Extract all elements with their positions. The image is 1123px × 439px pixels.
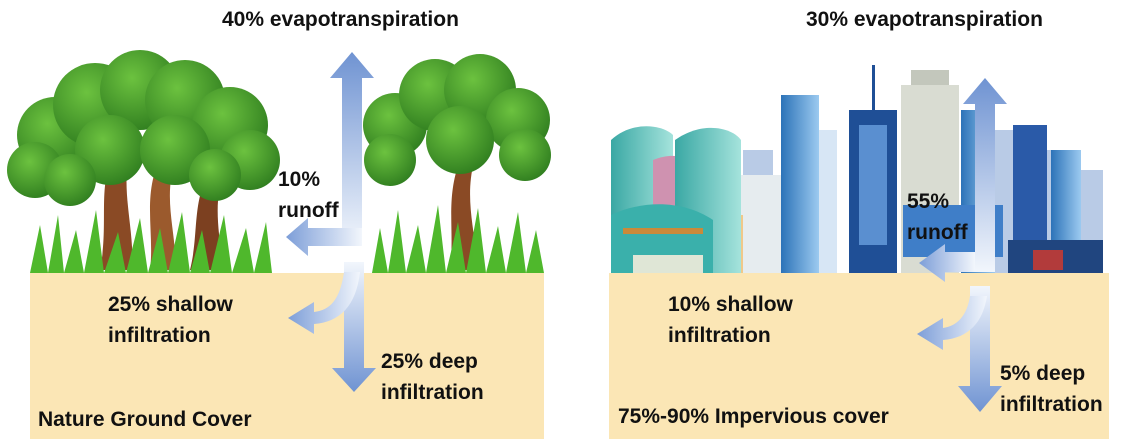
natural-cover-panel: 40% evapotranspiration 10% runoff 25% sh… <box>0 0 560 439</box>
deep-infiltration-label: 25% deep infiltration <box>381 350 484 404</box>
shallow-infiltration-curve-arrow <box>288 272 360 334</box>
runoff-left-arrow <box>919 244 975 282</box>
shallow-infiltration-label: 25% shallow infiltration <box>108 293 233 347</box>
tree-group-left <box>7 50 280 270</box>
ground-soil <box>609 273 1109 439</box>
impervious-cover-panel: 30% evapotranspiration 55% runoff 10% sh… <box>563 0 1123 439</box>
grass-left <box>30 210 272 273</box>
buildings <box>611 65 1103 273</box>
runoff-label: 10% runoff <box>278 168 339 222</box>
shallow-infiltration-label: 10% shallow infiltration <box>668 293 793 347</box>
runoff-left-arrow <box>286 218 362 256</box>
natural-scene-illustration <box>7 50 551 439</box>
runoff-label: 55% runoff <box>907 190 968 244</box>
city-scene-illustration <box>609 65 1109 439</box>
evapotranspiration-up-arrow <box>330 52 374 246</box>
ground-cover-caption: Nature Ground Cover <box>38 408 252 431</box>
ground-soil <box>30 273 544 439</box>
deep-infiltration-down-arrow <box>332 262 376 392</box>
deep-infiltration-down-arrow <box>958 286 1002 412</box>
shallow-infiltration-curve-arrow <box>917 296 987 350</box>
evapotranspiration-up-arrow <box>963 78 1007 272</box>
ground-cover-caption: 75%-90% Impervious cover <box>618 405 889 428</box>
grass-right <box>372 205 544 273</box>
evapotranspiration-label: 30% evapotranspiration <box>806 8 1043 31</box>
deep-infiltration-label: 5% deep infiltration <box>1000 362 1103 416</box>
evapotranspiration-label: 40% evapotranspiration <box>222 8 459 31</box>
